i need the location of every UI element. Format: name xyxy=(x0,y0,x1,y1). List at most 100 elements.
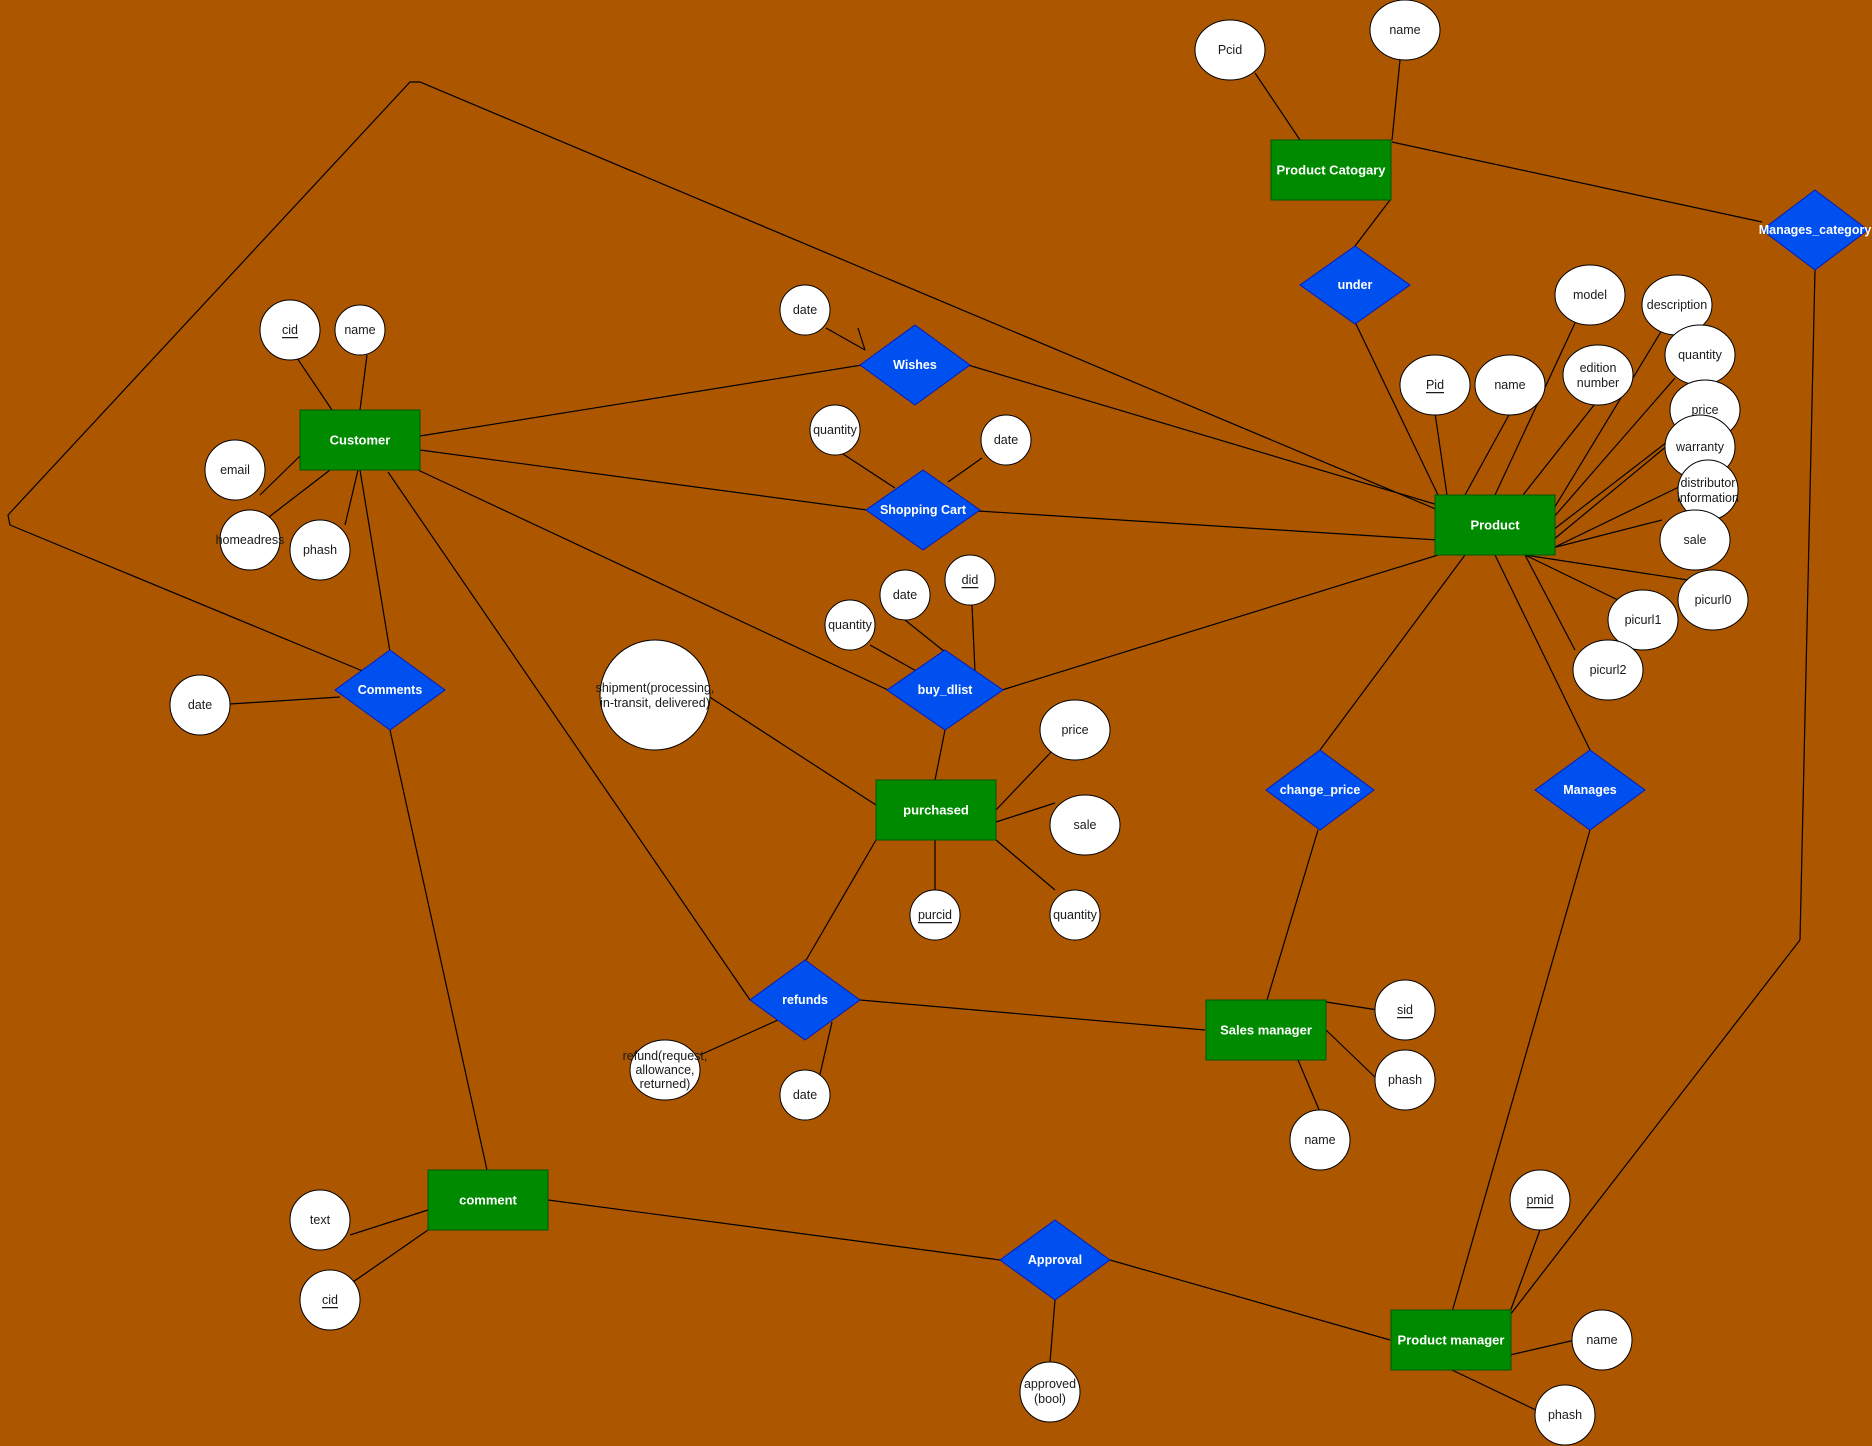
attribute-customer-name[interactable]: name xyxy=(334,304,386,356)
attribute-pid[interactable]: Pid xyxy=(1399,354,1471,416)
relationship-refunds[interactable]: refunds xyxy=(749,959,861,1041)
attribute-label: in-transit, delivered) xyxy=(600,696,710,710)
attribute-label: cid xyxy=(322,1293,338,1307)
relationship-manages-category[interactable]: Manages_category xyxy=(1759,189,1872,271)
attribute-label: name xyxy=(1389,23,1420,37)
attribute-label: shipment(processing, xyxy=(596,681,715,695)
attribute-pcid[interactable]: Pcid xyxy=(1194,19,1266,81)
attribute-label: cid xyxy=(282,323,298,337)
entity-label: Customer xyxy=(330,433,391,448)
attribute-refund-status[interactable]: refund(request, allowance, returned) xyxy=(623,1039,708,1101)
relationship-wishes[interactable]: Wishes xyxy=(859,324,971,406)
entity-product-manager[interactable]: Product manager xyxy=(1390,1309,1512,1371)
attribute-sid[interactable]: sid xyxy=(1374,979,1436,1041)
attribute-did[interactable]: did xyxy=(944,554,996,606)
relationship-manages[interactable]: Manages xyxy=(1534,749,1646,831)
attribute-purchased-sale[interactable]: sale xyxy=(1049,794,1121,856)
attribute-edition-number[interactable]: edition number xyxy=(1562,344,1634,406)
attribute-purchased-price[interactable]: price xyxy=(1039,699,1111,761)
attribute-label: distributor xyxy=(1681,476,1736,490)
attribute-label: information xyxy=(1677,491,1739,505)
attribute-label: allowance, xyxy=(635,1063,694,1077)
attribute-label: Pcid xyxy=(1218,43,1242,57)
attribute-purcid[interactable]: purcid xyxy=(909,889,961,941)
attribute-label: date xyxy=(793,1088,817,1102)
attribute-cart-quantity[interactable]: quantity xyxy=(809,404,861,456)
entity-sales-manager[interactable]: Sales manager xyxy=(1205,999,1327,1061)
attribute-label: phash xyxy=(1388,1073,1422,1087)
attribute-text[interactable]: text xyxy=(289,1189,351,1251)
attribute-label: phash xyxy=(303,543,337,557)
relationship-label: Comments xyxy=(358,683,423,697)
attribute-label: returned) xyxy=(640,1077,691,1091)
connectors xyxy=(7,59,1816,1413)
entity-product[interactable]: Product xyxy=(1434,494,1556,556)
attribute-label: number xyxy=(1577,376,1619,390)
attribute-label: description xyxy=(1647,298,1707,312)
attribute-label: name xyxy=(1586,1333,1617,1347)
relationship-label: under xyxy=(1338,278,1373,292)
attribute-label: quantity xyxy=(1678,348,1723,362)
attribute-description[interactable]: description xyxy=(1641,274,1713,336)
relationship-label: change_price xyxy=(1280,783,1361,797)
attribute-wishes-date[interactable]: date xyxy=(779,284,831,336)
attribute-label: picurl1 xyxy=(1625,613,1662,627)
attribute-label: quantity xyxy=(828,618,873,632)
attribute-label: price xyxy=(1061,723,1088,737)
attribute-customer-phash[interactable]: phash xyxy=(289,519,351,581)
attributes: Pcid name cid name email homeadress phas… xyxy=(169,0,1749,1446)
attribute-product-name[interactable]: name xyxy=(1474,354,1546,416)
relationship-change-price[interactable]: change_price xyxy=(1265,749,1375,831)
relationship-shopping-cart[interactable]: Shopping Cart xyxy=(865,469,981,551)
relationship-label: Wishes xyxy=(893,358,937,372)
attribute-pmid[interactable]: pmid xyxy=(1509,1169,1571,1231)
attribute-cart-date[interactable]: date xyxy=(980,414,1032,466)
attribute-pm-name[interactable]: name xyxy=(1571,1309,1633,1371)
attribute-sales-phash[interactable]: phash xyxy=(1374,1049,1436,1111)
relationship-label: buy_dlist xyxy=(918,683,974,697)
attribute-dlist-date[interactable]: date xyxy=(879,569,931,621)
attribute-refund-date[interactable]: date xyxy=(779,1069,831,1121)
relationship-label: Approval xyxy=(1028,1253,1082,1267)
entity-label: Product xyxy=(1470,518,1520,533)
attribute-sales-name[interactable]: name xyxy=(1289,1109,1351,1171)
attribute-model[interactable]: model xyxy=(1554,264,1626,326)
attribute-picurl1[interactable]: picurl1 xyxy=(1607,589,1679,651)
entity-product-category[interactable]: Product Catogary xyxy=(1270,139,1392,201)
attribute-label: Pid xyxy=(1426,378,1444,392)
attribute-distributor-information[interactable]: distributor information xyxy=(1677,459,1739,521)
attribute-comment-cid[interactable]: cid xyxy=(299,1269,361,1331)
entity-customer[interactable]: Customer xyxy=(299,409,421,471)
attribute-label: picurl0 xyxy=(1695,593,1732,607)
attribute-product-sale[interactable]: sale xyxy=(1659,509,1731,571)
relationship-buy-dlist[interactable]: buy_dlist xyxy=(886,649,1004,731)
relationship-comments[interactable]: Comments xyxy=(334,649,446,731)
relationship-under[interactable]: under xyxy=(1299,245,1411,325)
attribute-label: edition xyxy=(1580,361,1617,375)
attribute-label: approved xyxy=(1024,1377,1076,1391)
attribute-approved[interactable]: approved (bool) xyxy=(1019,1361,1081,1423)
relationship-label: Manages xyxy=(1563,783,1617,797)
attribute-homeadress[interactable]: homeadress xyxy=(216,509,285,571)
attribute-comments-date[interactable]: date xyxy=(169,674,231,736)
attribute-cid[interactable]: cid xyxy=(259,299,321,361)
entity-comment[interactable]: comment xyxy=(427,1169,549,1231)
attribute-category-name[interactable]: name xyxy=(1369,0,1441,61)
attribute-pm-phash[interactable]: phash xyxy=(1534,1384,1596,1446)
attribute-picurl2[interactable]: picurl2 xyxy=(1572,639,1644,701)
attribute-purchased-quantity[interactable]: quantity xyxy=(1049,889,1101,941)
attribute-label: date xyxy=(188,698,212,712)
attribute-label: price xyxy=(1691,403,1718,417)
attribute-product-quantity[interactable]: quantity xyxy=(1664,324,1736,386)
relationship-approval[interactable]: Approval xyxy=(999,1219,1111,1301)
relationship-label: refunds xyxy=(782,993,828,1007)
entity-purchased[interactable]: purchased xyxy=(875,779,997,841)
entity-label: Product Catogary xyxy=(1276,163,1386,178)
attribute-email[interactable]: email xyxy=(204,439,266,501)
attribute-label: date xyxy=(793,303,817,317)
attribute-shipment[interactable]: shipment(processing, in-transit, deliver… xyxy=(596,639,715,751)
attribute-dlist-quantity[interactable]: quantity xyxy=(824,599,876,651)
attribute-label: homeadress xyxy=(216,533,285,547)
attribute-picurl0[interactable]: picurl0 xyxy=(1677,569,1749,631)
